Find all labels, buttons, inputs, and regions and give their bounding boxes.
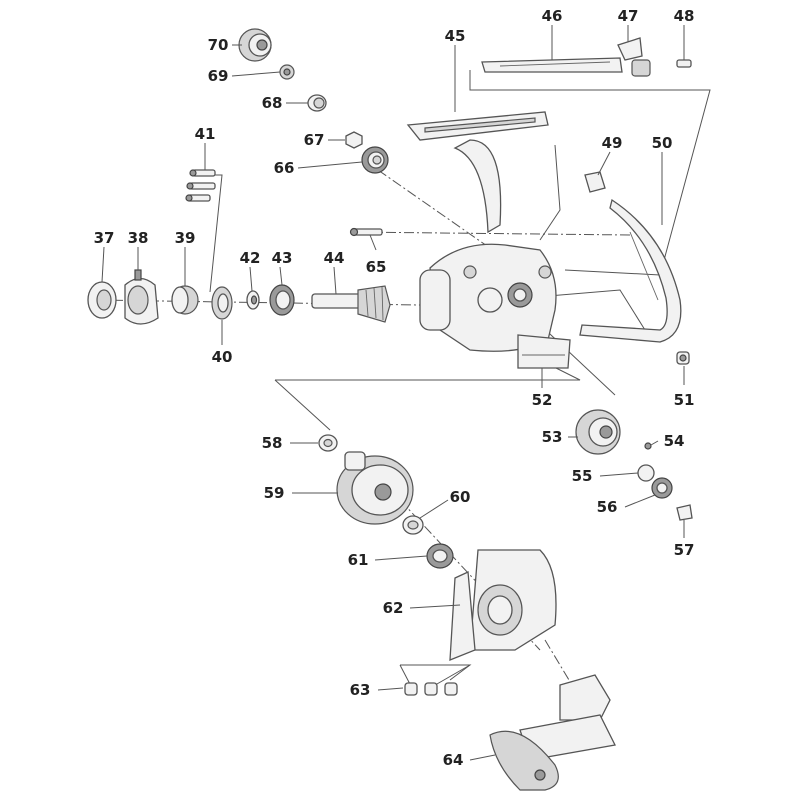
label-41: 41 xyxy=(195,125,216,143)
label-61: 61 xyxy=(348,551,369,569)
label-64: 64 xyxy=(443,751,464,769)
assembly-guide-lines xyxy=(94,70,711,691)
part-67-drawing xyxy=(345,131,363,149)
part-61-drawing xyxy=(426,543,454,569)
part-58-drawing xyxy=(318,434,338,452)
part-54-drawing xyxy=(644,442,652,450)
label-57: 57 xyxy=(674,541,695,559)
part-39-drawing xyxy=(171,285,199,315)
part-63-drawing xyxy=(404,682,458,696)
part-69-drawing xyxy=(279,64,295,80)
label-58: 58 xyxy=(262,434,283,452)
part-45-drawing xyxy=(406,111,549,234)
label-68: 68 xyxy=(262,94,283,112)
label-69: 69 xyxy=(208,67,229,85)
label-53: 53 xyxy=(542,428,563,446)
part-44-drawing xyxy=(311,285,391,323)
label-47: 47 xyxy=(618,7,639,25)
label-70: 70 xyxy=(208,36,229,54)
label-40: 40 xyxy=(212,348,233,366)
part-57-drawing xyxy=(676,504,693,521)
label-45: 45 xyxy=(445,27,466,45)
label-60: 60 xyxy=(450,488,471,506)
label-39: 39 xyxy=(175,229,196,247)
label-38: 38 xyxy=(128,229,149,247)
label-59: 59 xyxy=(264,484,285,502)
label-46: 46 xyxy=(542,7,563,25)
part-53-drawing xyxy=(575,409,621,455)
label-43: 43 xyxy=(272,249,293,267)
label-48: 48 xyxy=(674,7,695,25)
part-68-drawing xyxy=(307,94,327,112)
part-66-drawing xyxy=(361,146,389,174)
label-66: 66 xyxy=(274,159,295,177)
part-41-drawing xyxy=(185,169,216,202)
label-65: 65 xyxy=(366,258,387,276)
label-62: 62 xyxy=(383,599,404,617)
label-49: 49 xyxy=(602,134,623,152)
part-62-drawing xyxy=(449,549,557,661)
part-50-drawing xyxy=(579,198,682,343)
label-50: 50 xyxy=(652,134,673,152)
part-40-drawing xyxy=(211,286,233,320)
part-70-drawing xyxy=(238,28,272,62)
part-56-drawing xyxy=(651,477,673,499)
part-46-drawing xyxy=(481,57,623,73)
label-56: 56 xyxy=(597,498,618,516)
part-47-drawing xyxy=(617,37,651,77)
part-55-drawing xyxy=(637,464,655,482)
part-65-drawing xyxy=(349,227,383,237)
label-42: 42 xyxy=(240,249,261,267)
reel-body-drawing xyxy=(419,243,557,352)
label-52: 52 xyxy=(532,391,553,409)
part-60-drawing xyxy=(402,515,424,535)
leader-lines xyxy=(101,25,685,761)
part-43-drawing xyxy=(269,284,295,316)
part-51-drawing xyxy=(676,351,690,365)
label-63: 63 xyxy=(350,681,371,699)
label-37: 37 xyxy=(94,229,115,247)
part-38-drawing xyxy=(124,269,159,325)
part-48-drawing xyxy=(676,59,692,68)
label-44: 44 xyxy=(324,249,345,267)
label-54: 54 xyxy=(664,432,685,450)
part-52-drawing xyxy=(517,334,571,369)
part-49-drawing xyxy=(584,171,606,193)
label-67: 67 xyxy=(304,131,325,149)
part-42-drawing xyxy=(246,290,260,310)
part-64-drawing xyxy=(489,674,616,791)
part-59-drawing xyxy=(336,451,414,525)
part-37-drawing xyxy=(87,281,117,319)
part-number-labels: 37 38 39 40 41 42 43 44 45 46 47 48 49 5… xyxy=(94,7,695,769)
label-55: 55 xyxy=(572,467,593,485)
label-51: 51 xyxy=(674,391,695,409)
